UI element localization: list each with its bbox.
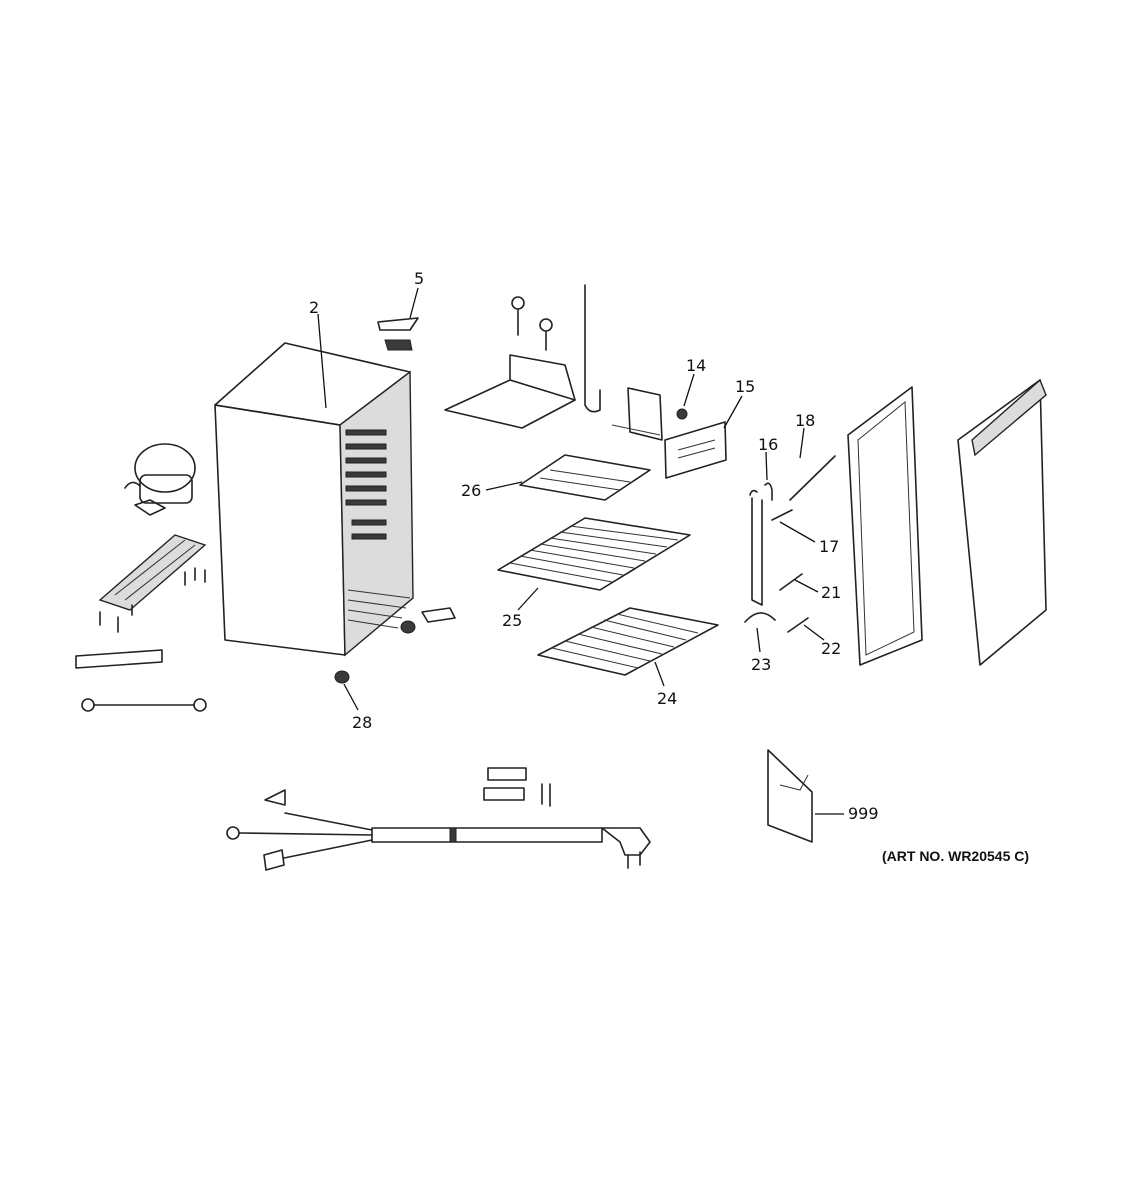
callout-labels: 2 5 14 15 16 17 18 21 22 23 24 25 26 28 …	[309, 269, 1029, 864]
literature-packet	[767, 749, 813, 843]
callout-21: 21	[821, 583, 841, 602]
callout-5: 5	[414, 269, 424, 288]
power-cord	[226, 789, 651, 871]
door-rod	[789, 455, 836, 501]
callout-28: 28	[352, 713, 372, 732]
small-hardware	[744, 509, 809, 633]
callout-14: 14	[686, 356, 706, 375]
top-hinge	[377, 317, 419, 351]
door-gasket	[847, 386, 923, 666]
drip-tray	[519, 454, 651, 501]
ground-wire	[81, 698, 207, 712]
refrigerant-tube	[584, 284, 601, 413]
callout-18: 18	[795, 411, 815, 430]
insulation-strip	[75, 649, 163, 669]
evaporator-tray	[444, 296, 576, 429]
art-number: (ART NO. WR20545 C)	[882, 848, 1029, 864]
upper-shelf	[497, 517, 691, 591]
thermostat-bracket	[611, 387, 663, 441]
base-plate	[98, 534, 207, 633]
callout-16: 16	[758, 435, 778, 454]
lower-shelf	[537, 607, 719, 676]
callout-999: 999	[848, 804, 879, 823]
compressor	[124, 443, 196, 516]
callout-26: 26	[461, 481, 481, 500]
thermostat-knob	[676, 408, 688, 420]
control-cover	[664, 421, 727, 479]
callout-23: 23	[751, 655, 771, 674]
door-hinge-bar	[749, 482, 773, 606]
callout-22: 22	[821, 639, 841, 658]
callout-15: 15	[735, 377, 755, 396]
callout-24: 24	[657, 689, 677, 708]
callout-2: 2	[309, 298, 319, 317]
callout-25: 25	[502, 611, 522, 630]
spacer-blocks	[483, 767, 551, 807]
door-panel	[957, 378, 1047, 666]
leveling-feet	[334, 607, 456, 684]
callout-17: 17	[819, 537, 839, 556]
cabinet	[214, 342, 414, 657]
leader-lines	[317, 287, 844, 815]
